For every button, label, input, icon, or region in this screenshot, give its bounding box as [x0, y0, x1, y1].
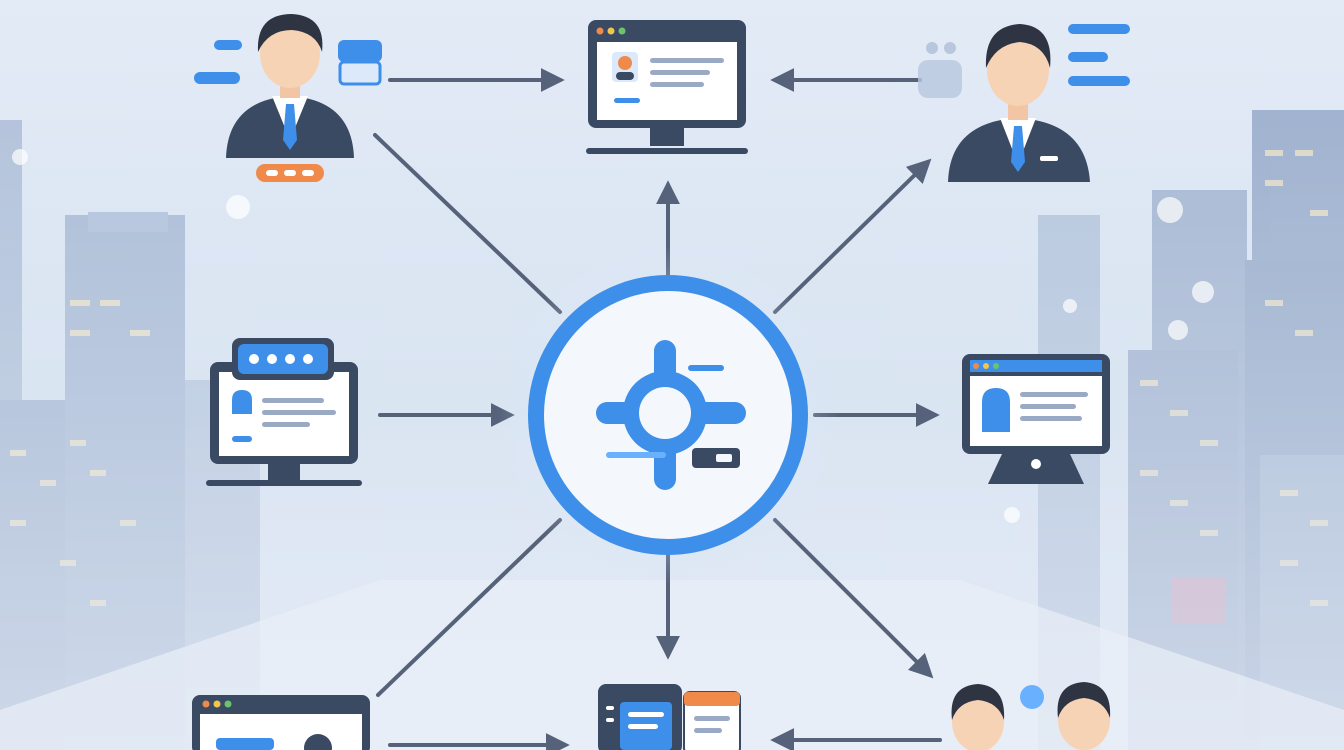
arrow-hub-to-bottom-right	[773, 518, 934, 679]
line-top-left-to-hub	[373, 133, 562, 314]
crosshair-network-icon	[596, 340, 746, 490]
line-hub-to-bottom-left	[376, 518, 562, 697]
bokeh-lights	[12, 149, 1214, 523]
arrow-hub-to-top-right	[773, 158, 932, 314]
